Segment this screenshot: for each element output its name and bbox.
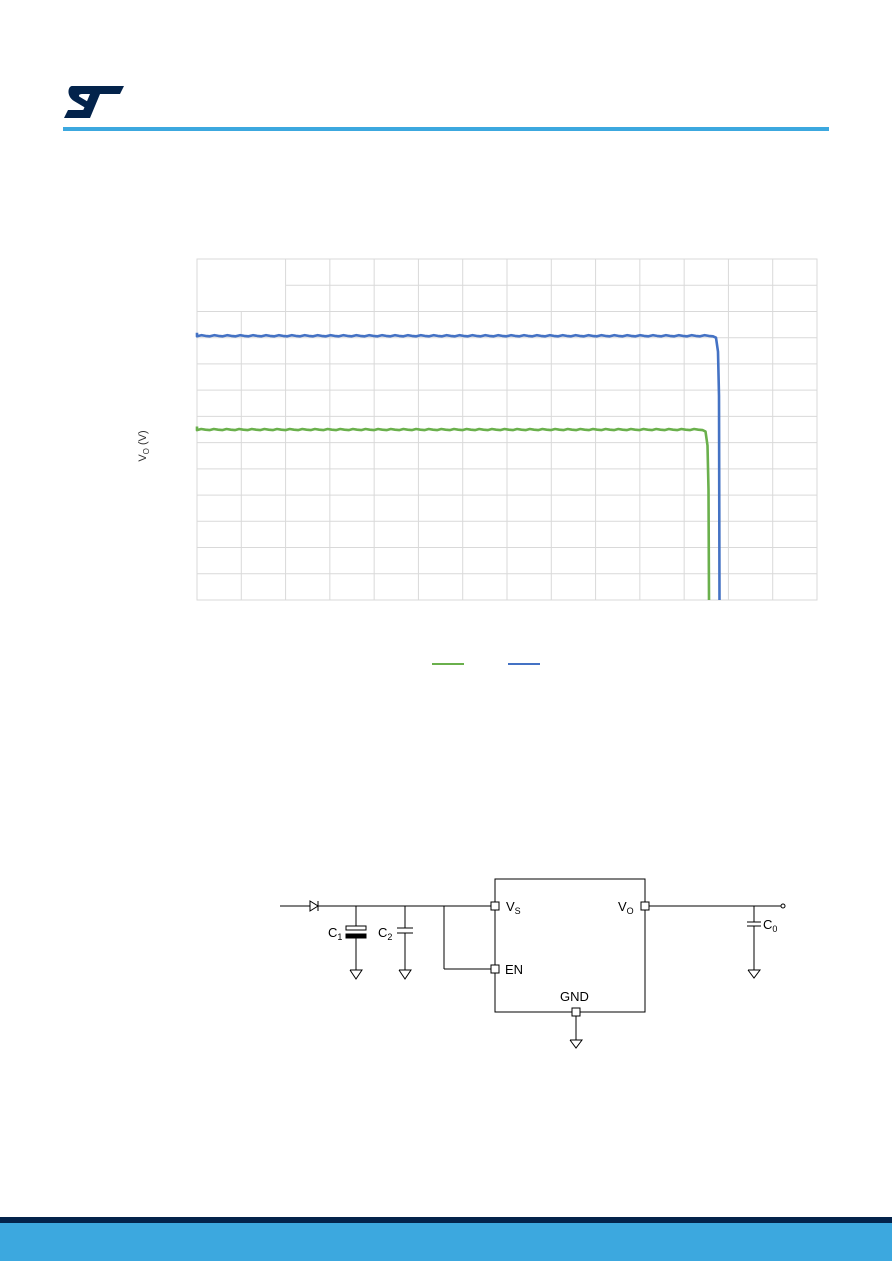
cap-label-co: C0 xyxy=(763,917,778,934)
pin-gnd xyxy=(571,1007,581,1017)
st-logo-icon xyxy=(64,86,124,118)
regulator-ic-body xyxy=(494,878,646,1013)
circuit-schematic xyxy=(280,878,786,1049)
capacitor-c1-icon xyxy=(345,925,367,931)
series-line-1 xyxy=(195,332,721,601)
cap-label-c2: C2 xyxy=(378,925,393,942)
ground-co-icon xyxy=(747,969,761,979)
footer-accent-bar xyxy=(0,1223,892,1261)
ground-c1-icon xyxy=(349,969,363,980)
pin-label-en: EN xyxy=(505,962,524,977)
chart-legend xyxy=(432,661,542,671)
footer-dark-bar xyxy=(0,1217,892,1223)
output-terminal-icon xyxy=(780,903,786,909)
series-line-0 xyxy=(195,426,711,601)
pin-label-vo: VO xyxy=(618,899,634,916)
ground-c2-icon xyxy=(398,969,412,980)
legend-swatch-blue xyxy=(508,663,540,665)
application-circuit: VS VO EN GND C1 C2 C0 xyxy=(270,868,810,1058)
pin-label-vs: VS xyxy=(506,899,521,916)
header-rule xyxy=(63,127,829,131)
pin-en xyxy=(490,964,500,974)
ground-ic-icon xyxy=(569,1039,583,1049)
pin-vs xyxy=(490,901,500,911)
pin-label-gnd: GND xyxy=(560,989,589,1004)
diode-icon xyxy=(309,900,319,912)
chart-y-axis-label: VO (V) xyxy=(136,430,152,462)
dropout-chart xyxy=(140,250,830,610)
cap-label-c1: C1 xyxy=(328,925,343,942)
pin-vo xyxy=(640,901,650,911)
legend-swatch-green xyxy=(432,663,464,665)
